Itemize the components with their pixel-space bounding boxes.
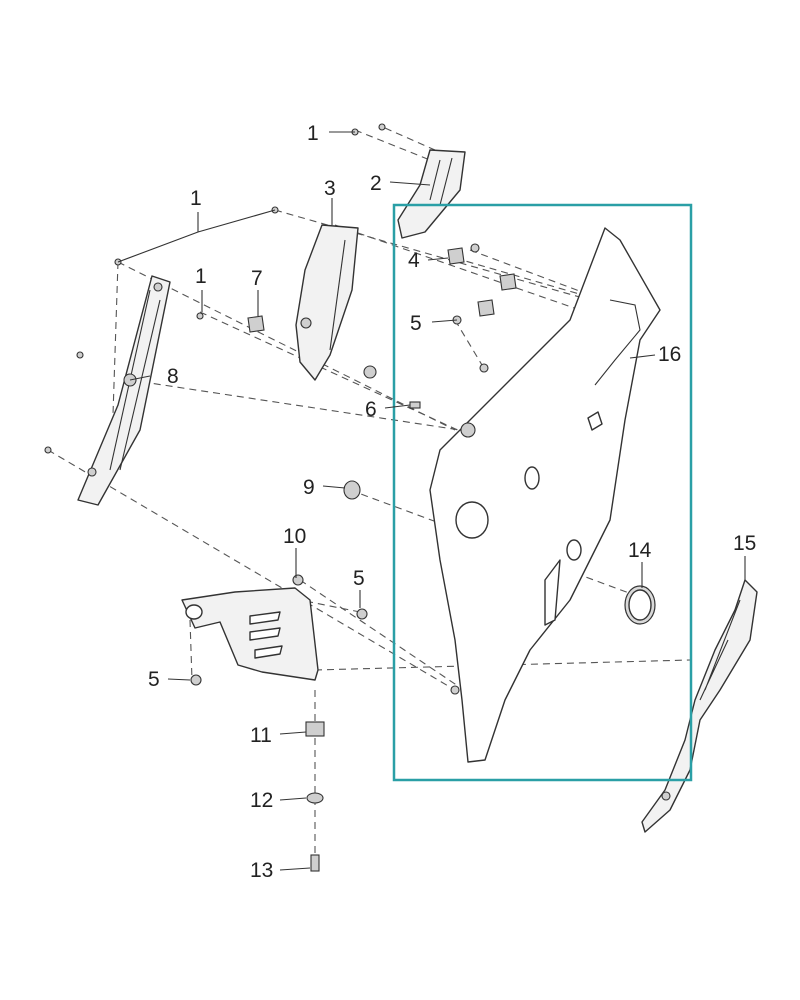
- part-2-top-cover: [397, 149, 466, 239]
- highlight-frame: [392, 203, 693, 782]
- callout-12: 12: [250, 789, 273, 812]
- hardware-items: [44, 123, 517, 872]
- callout-8: 8: [167, 365, 179, 388]
- callout-9: 9: [303, 476, 315, 499]
- callout-15: 15: [733, 532, 756, 555]
- callout-1-top: 1: [307, 122, 319, 145]
- callout-5-upper: 5: [410, 312, 422, 335]
- part-8-left-side-trim: [77, 275, 171, 506]
- callout-14: 14: [628, 539, 652, 562]
- callout-16: 16: [658, 343, 681, 366]
- callout-13: 13: [250, 859, 273, 882]
- callout-3: 3: [324, 177, 336, 200]
- part-16-front-cover: [429, 227, 661, 763]
- callout-5-right: 5: [353, 567, 365, 590]
- callout-1-mid: 1: [195, 265, 207, 288]
- callout-leaders: [117, 131, 746, 871]
- callout-5-left: 5: [148, 668, 160, 691]
- callout-labels: 1 1 1 2 3 4 5 5 5 6 7 8 9 10 11 12 13 14…: [148, 122, 756, 882]
- part-14-round-cap: [624, 585, 656, 625]
- callout-11: 11: [250, 724, 272, 747]
- part-10-lower-bracket: [181, 574, 319, 681]
- callout-10: 10: [283, 525, 306, 548]
- callout-2: 2: [370, 172, 382, 195]
- part-3-bracket-panel: [295, 224, 359, 381]
- callout-7: 7: [251, 267, 263, 290]
- callout-4: 4: [408, 249, 420, 272]
- callout-6: 6: [365, 398, 377, 421]
- part-15-right-side-trim: [641, 579, 758, 833]
- callout-1-left: 1: [190, 187, 202, 210]
